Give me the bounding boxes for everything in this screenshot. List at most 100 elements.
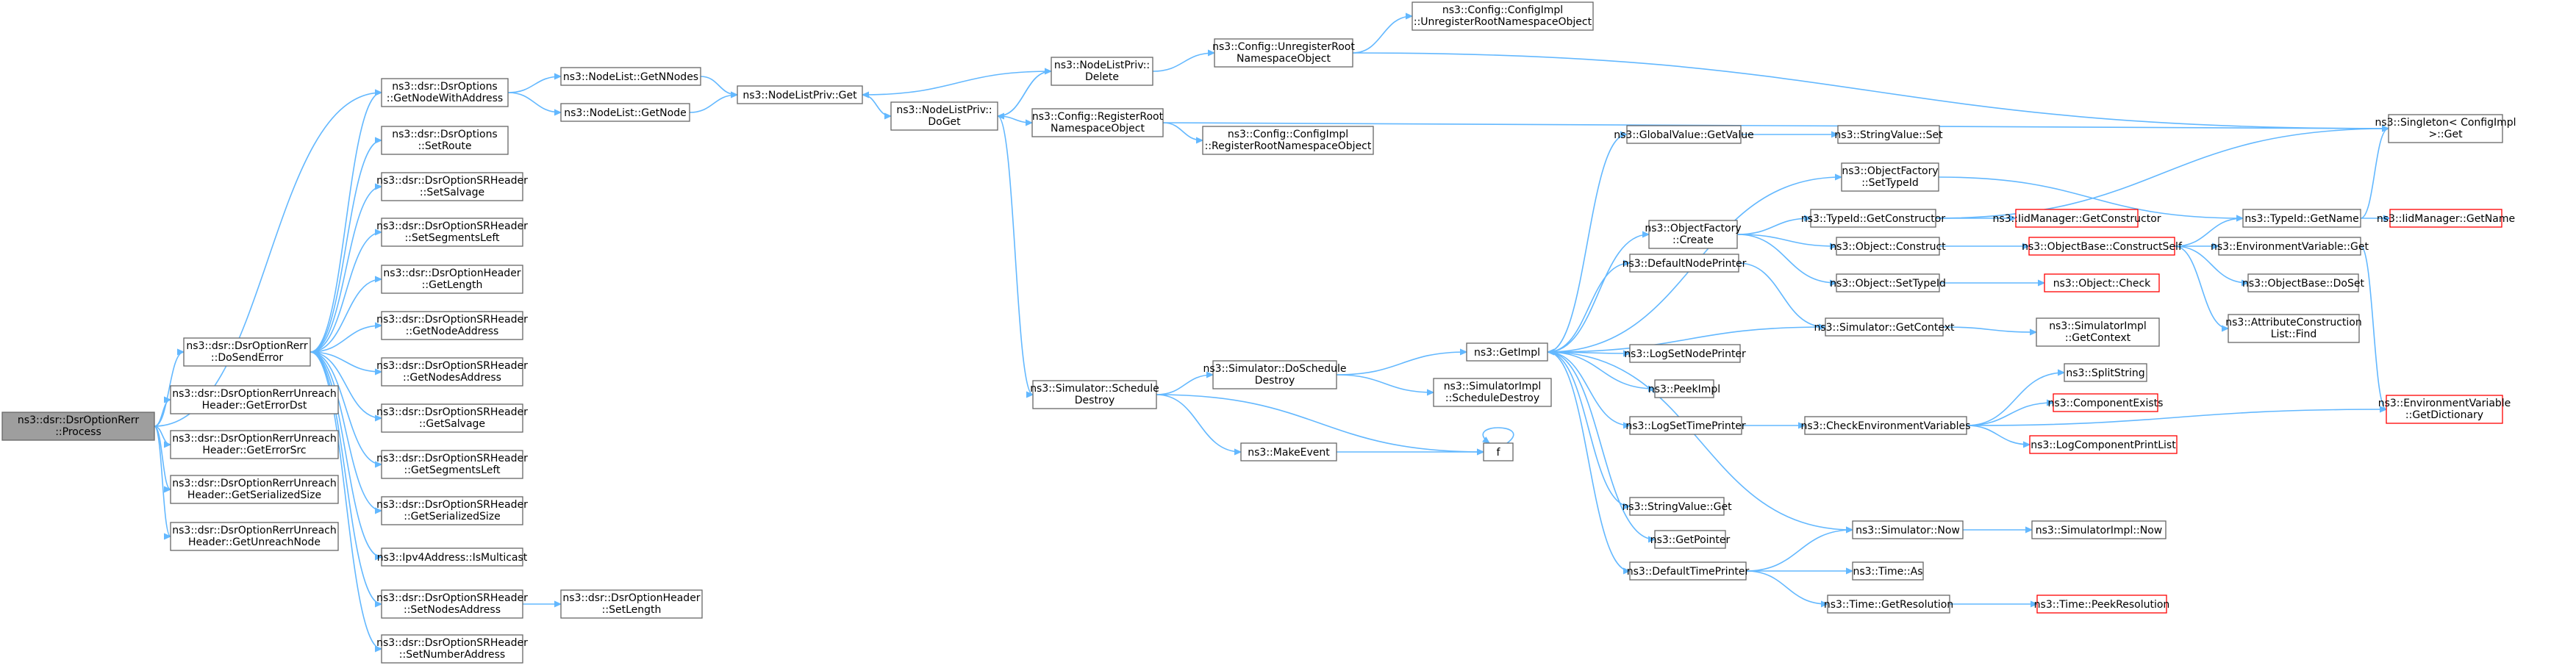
node-srSetNodesAddr[interactable]: ns3::dsr::DsrOptionSRHeader::SetNodesAdd…	[376, 589, 528, 619]
node-label: ns3::SimulatorImpl::Now	[2036, 525, 2163, 536]
node-compExists[interactable]: ns3::ComponentExists	[2048, 393, 2164, 412]
node-srSetSalvage[interactable]: ns3::dsr::DsrOptionSRHeader::SetSalvage	[376, 172, 528, 201]
node-envGet[interactable]: ns3::EnvironmentVariable::Get	[2211, 237, 2369, 256]
node-label: ns3::dsr::DsrOptions	[392, 81, 497, 93]
node-ureUnreach[interactable]: ns3::dsr::DsrOptionRerrUnreachHeader::Ge…	[170, 522, 339, 551]
node-nlGetNode[interactable]: ns3::NodeList::GetNode	[560, 103, 690, 122]
node-ureErrDst[interactable]: ns3::dsr::DsrOptionRerrUnreachHeader::Ge…	[170, 385, 339, 414]
node-iidGetName[interactable]: ns3::IidManager::GetName	[2377, 209, 2515, 228]
node-label: ns3::Config::RegisterRoot	[1032, 111, 1164, 123]
node-nlGetNNodes[interactable]: ns3::NodeList::GetNNodes	[560, 67, 701, 86]
node-defTimePrinter[interactable]: ns3::DefaultTimePrinter	[1627, 561, 1750, 581]
node-obDoSet[interactable]: ns3::ObjectBase::DoSet	[2242, 273, 2364, 292]
node-defNodePrinter[interactable]: ns3::DefaultNodePrinter	[1622, 254, 1747, 273]
node-box	[1648, 220, 1738, 249]
edge-nlpDelete-to-nlpGet	[862, 71, 1052, 95]
node-setRoute[interactable]: ns3::dsr::DsrOptions::SetRoute	[381, 126, 509, 155]
node-checkEnv[interactable]: ns3::CheckEnvironmentVariables	[1801, 416, 1971, 435]
node-obConstructSelf[interactable]: ns3::ObjectBase::ConstructSelf	[2022, 237, 2183, 256]
edge-getImpl-to-getPointer	[1547, 351, 1655, 539]
edge-line	[997, 115, 1032, 123]
node-ohGetLength[interactable]: ns3::dsr::DsrOptionHeader::GetLength	[381, 265, 523, 294]
node-ofCreate[interactable]: ns3::ObjectFactory::Create	[1645, 220, 1742, 249]
node-simSchedDestroy[interactable]: ns3::Simulator::ScheduleDestroy	[1030, 380, 1159, 409]
node-ipv4Multi[interactable]: ns3::Ipv4Address::IsMulticast	[377, 547, 528, 567]
node-ureSerSize[interactable]: ns3::dsr::DsrOptionRerrUnreachHeader::Ge…	[170, 475, 339, 504]
node-ofSetTypeId[interactable]: ns3::ObjectFactory::SetTypeId	[1841, 162, 1939, 192]
node-svSet[interactable]: ns3::StringValue::Set	[1834, 125, 1943, 144]
node-objCheck[interactable]: ns3::Object::Check	[2044, 273, 2160, 292]
node-srGetNodeAddr[interactable]: ns3::dsr::DsrOptionSRHeader::GetNodeAddr…	[376, 311, 528, 340]
node-cfgImplUnreg[interactable]: ns3::Config::ConfigImpl::UnregisterRootN…	[1412, 1, 1594, 31]
node-ohSetLength[interactable]: ns3::dsr::DsrOptionHeader::SetLength	[560, 589, 703, 619]
node-timeGetRes[interactable]: ns3::Time::GetResolution	[1824, 595, 1953, 614]
node-f[interactable]: f	[1483, 442, 1514, 462]
node-srGetNodesAddr[interactable]: ns3::dsr::DsrOptionSRHeader::GetNodesAdd…	[376, 357, 528, 387]
node-label: ns3::Time::PeekResolution	[2034, 599, 2170, 611]
node-root[interactable]: ns3::dsr::DsrOptionRerr::Process	[1, 412, 155, 441]
node-singletonGet[interactable]: ns3::Singleton< ConfigImpl >::Get	[2375, 114, 2516, 143]
node-getPointer[interactable]: ns3::GetPointer	[1650, 530, 1731, 549]
edge-line	[1547, 263, 1630, 353]
node-srGetSalvage[interactable]: ns3::dsr::DsrOptionSRHeader::GetSalvage	[376, 403, 528, 433]
node-objConstruct[interactable]: ns3::Object::Construct	[1830, 237, 1946, 256]
node-label: ::GetNodeWithAddress	[387, 93, 503, 104]
node-envGetDict[interactable]: ns3::EnvironmentVariable::GetDictionary	[2378, 395, 2511, 424]
node-simGetContext[interactable]: ns3::Simulator::GetContext	[1814, 317, 1955, 337]
node-layer: ns3::dsr::DsrOptionRerr::Processns3::dsr…	[1, 1, 2516, 664]
edge-line	[1156, 394, 1484, 452]
node-box	[1852, 520, 1964, 539]
node-box	[381, 311, 523, 340]
node-objSetTypeId[interactable]: ns3::Object::SetTypeId	[1830, 273, 1946, 292]
node-timeAs[interactable]: ns3::Time::As	[1852, 561, 1924, 581]
node-simImplSchedDestroy[interactable]: ns3::SimulatorImpl::ScheduleDestroy	[1433, 378, 1552, 407]
node-label: ns3::AttributeConstruction	[2225, 317, 2361, 328]
node-srGetSegLeft[interactable]: ns3::dsr::DsrOptionSRHeader::GetSegments…	[376, 450, 528, 479]
node-timePeekRes[interactable]: ns3::Time::PeekResolution	[2034, 595, 2170, 614]
node-box	[170, 385, 339, 414]
node-iidGetCtor[interactable]: ns3::IidManager::GetConstructor	[1992, 209, 2161, 228]
node-gvGetValue[interactable]: ns3::GlobalValue::GetValue	[1614, 125, 1754, 144]
node-simNow[interactable]: ns3::Simulator::Now	[1852, 520, 1964, 539]
node-makeEvent[interactable]: ns3::MakeEvent	[1240, 442, 1337, 462]
node-cfgReg[interactable]: ns3::Config::RegisterRootNamespaceObject	[1031, 108, 1164, 137]
node-label: ns3::NodeListPriv::	[896, 104, 992, 116]
edge-line	[862, 94, 891, 116]
node-svGet[interactable]: ns3::StringValue::Get	[1622, 497, 1732, 516]
node-nlpDelete[interactable]: ns3::NodeListPriv::Delete	[1051, 57, 1153, 86]
node-sendErr[interactable]: ns3::dsr::DsrOptionRerr::DoSendError	[183, 337, 311, 367]
node-peekImpl[interactable]: ns3::PeekImpl	[1648, 379, 1720, 398]
node-tidGetName[interactable]: ns3::TypeId::GetName	[2242, 209, 2361, 228]
node-simImplGetContext[interactable]: ns3::SimulatorImpl::GetContext	[2036, 317, 2160, 347]
node-cfgUnreg[interactable]: ns3::Config::UnregisterRootNamespaceObje…	[1212, 38, 1355, 68]
node-box	[381, 265, 523, 294]
node-cfgImplReg[interactable]: ns3::Config::ConfigImpl::RegisterRootNam…	[1202, 126, 1374, 155]
node-box	[381, 403, 523, 433]
node-logSetTimePrinter[interactable]: ns3::LogSetTimePrinter	[1625, 416, 1746, 435]
node-box	[2036, 595, 2167, 614]
node-ureErrSrc[interactable]: ns3::dsr::DsrOptionRerrUnreachHeader::Ge…	[170, 430, 339, 459]
edge-line	[310, 351, 382, 372]
node-label: ns3::EnvironmentVariable	[2378, 398, 2511, 409]
node-box	[381, 634, 523, 664]
edge-sendErr-to-srGetSerSize	[310, 351, 382, 511]
node-tidGetCtor[interactable]: ns3::TypeId::GetConstructor	[1801, 209, 1945, 228]
node-splitString[interactable]: ns3::SplitString	[2064, 363, 2147, 382]
node-nlpDoGet[interactable]: ns3::NodeListPriv::DoGet	[890, 101, 998, 131]
node-getNodeWA[interactable]: ns3::dsr::DsrOptions::GetNodeWithAddress	[381, 78, 509, 107]
edge-cfgUnreg-to-cfgImplUnreg	[1352, 16, 1412, 54]
node-logSetNodePrinter[interactable]: ns3::LogSetNodePrinter	[1624, 344, 1746, 363]
node-logCompPrint[interactable]: ns3::LogComponentPrintList	[2029, 435, 2178, 454]
node-simImplNow[interactable]: ns3::SimulatorImpl::Now	[2031, 520, 2167, 539]
node-srGetSerSize[interactable]: ns3::dsr::DsrOptionSRHeader::GetSerializ…	[376, 496, 528, 525]
edge-line	[1483, 427, 1514, 443]
edge-root-to-ureUnreach	[154, 425, 171, 536]
node-label: ns3::NodeList::GetNode	[564, 107, 686, 119]
node-srSetNumAddr[interactable]: ns3::dsr::DsrOptionSRHeader::SetNumberAd…	[376, 634, 528, 664]
node-nlpGet[interactable]: ns3::NodeListPriv::Get	[737, 85, 863, 104]
node-getImpl[interactable]: ns3::GetImpl	[1466, 342, 1548, 362]
node-srSetSegLeft[interactable]: ns3::dsr::DsrOptionSRHeader::SetSegments…	[376, 218, 528, 247]
node-box	[1202, 126, 1374, 155]
